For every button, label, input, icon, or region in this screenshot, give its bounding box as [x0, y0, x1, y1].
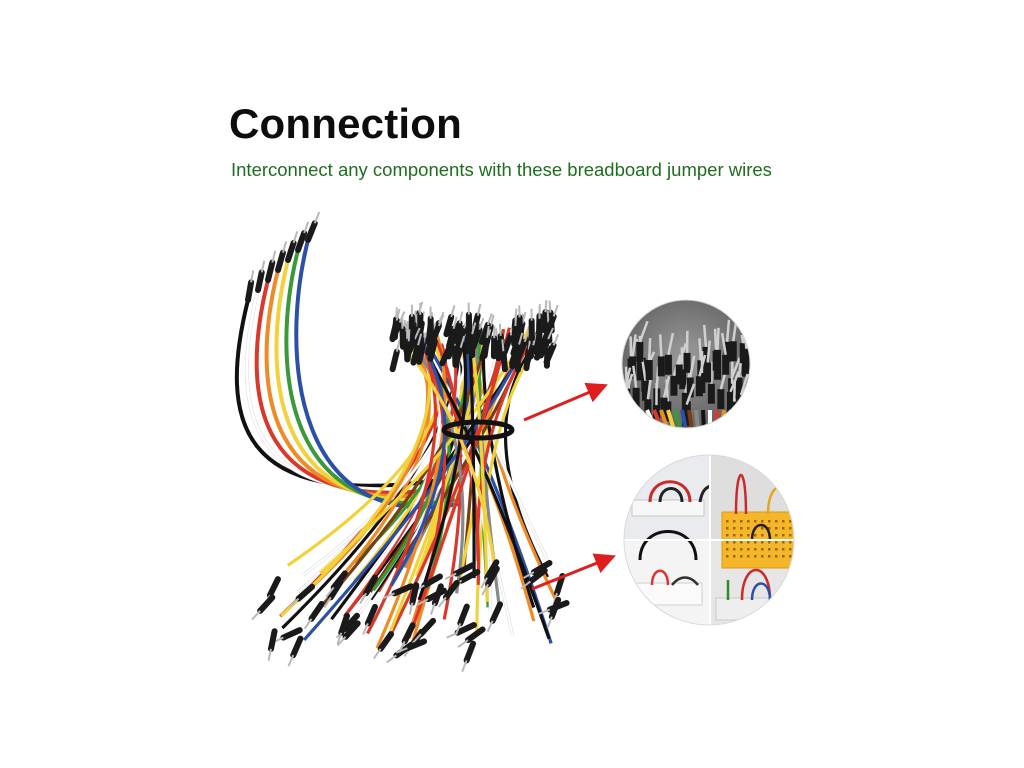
pins-closeup-image: [621, 299, 751, 429]
page-subtitle: Interconnect any components with these b…: [231, 159, 772, 180]
page-title: Connection: [229, 100, 462, 147]
breadboard-usage-image: [623, 454, 795, 626]
arrow-to-closeup: [523, 382, 608, 422]
jumper-wires-bundle-image: [234, 211, 570, 672]
arrow-to-usage: [531, 553, 616, 591]
